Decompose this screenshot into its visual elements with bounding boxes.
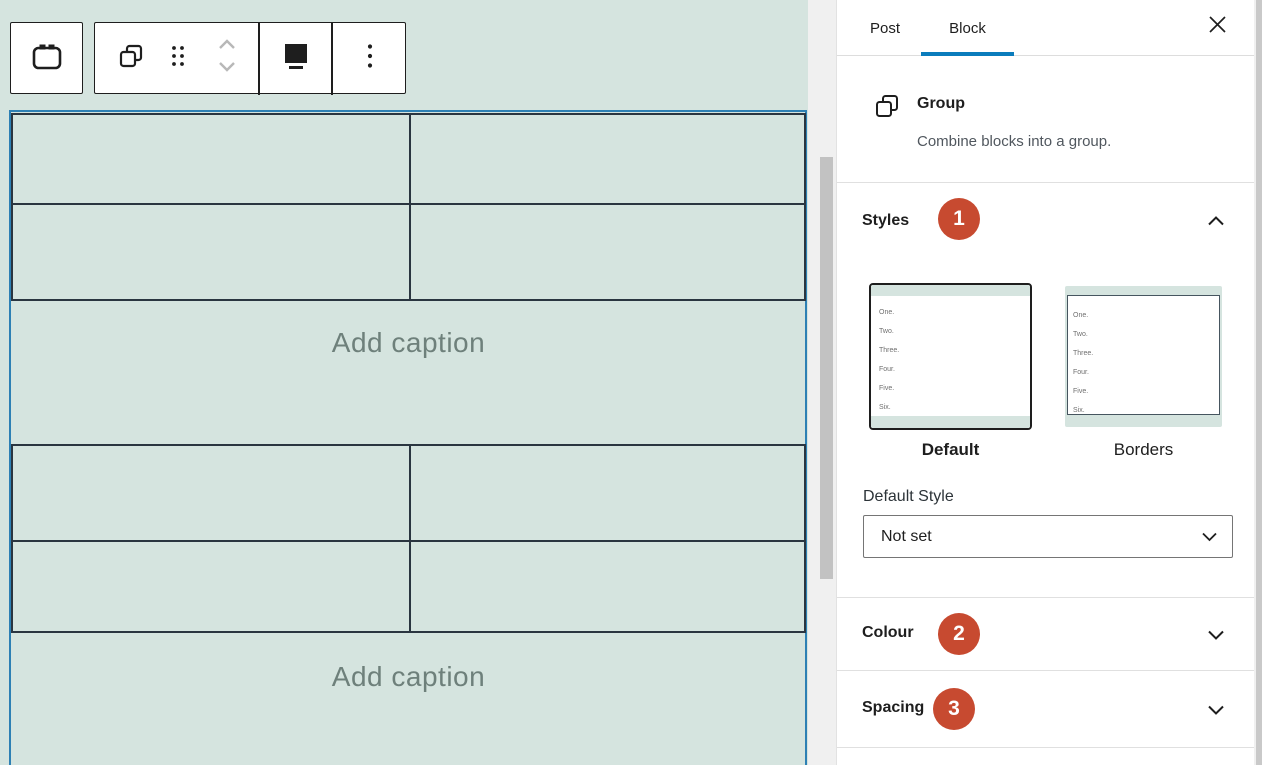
chevron-down-icon (1207, 628, 1225, 645)
chevron-up-icon (1207, 214, 1225, 231)
settings-sidebar: Post Block Group Combine blocks into a g… (836, 0, 1262, 765)
table-block[interactable] (11, 113, 806, 301)
preview-line: Four. (879, 366, 895, 373)
table-column-divider (409, 115, 411, 299)
style-preview-list: One. Two. Three. Four. Five. Six. (879, 303, 899, 417)
style-variant-default[interactable]: One. Two. Three. Four. Five. Six. (869, 283, 1032, 430)
tab-block[interactable]: Block (921, 0, 1014, 56)
table-row-divider (13, 540, 804, 542)
default-style-value: Not set (881, 527, 932, 545)
close-icon (1208, 15, 1227, 39)
table-cell[interactable] (411, 542, 804, 631)
style-variant-borders[interactable]: One. Two. Three. Four. Five. Six. (1065, 286, 1222, 427)
preview-line: One. (1073, 312, 1089, 319)
preview-line: Four. (1073, 369, 1089, 376)
toolbar-separator (258, 21, 260, 95)
styles-collapse-button[interactable] (1207, 214, 1225, 232)
divider (837, 670, 1262, 671)
preview-line: Six. (879, 404, 891, 411)
table-cell[interactable] (13, 542, 409, 631)
group-icon (117, 42, 145, 75)
group-icon (873, 92, 901, 125)
move-down-button[interactable] (214, 60, 240, 78)
spacing-panel-heading[interactable]: Spacing (862, 699, 925, 716)
caption-placeholder: Add caption (331, 661, 486, 692)
preview-line: Two. (879, 328, 894, 335)
chevron-down-icon (1201, 529, 1218, 547)
default-style-select[interactable]: Not set (863, 515, 1233, 558)
caption-placeholder: Add caption (331, 327, 486, 358)
annotation-badge-1: 1 (938, 198, 980, 240)
preview-header-strip (871, 285, 1030, 296)
annotation-badge-2: 2 (938, 613, 980, 655)
style-preview-list: One. Two. Three. Four. Five. Six. (1073, 306, 1093, 420)
display-settings-button[interactable] (260, 23, 331, 93)
block-switcher-button[interactable] (107, 23, 155, 93)
block-parent-selector-button[interactable] (10, 22, 83, 94)
canvas-scrollbar-track[interactable] (808, 0, 836, 765)
table-block[interactable] (11, 444, 806, 633)
ellipsis-icon (366, 43, 374, 74)
tab-block-label: Block (949, 19, 986, 37)
divider (837, 182, 1262, 183)
preview-line: Two. (1073, 331, 1088, 338)
preview-line: Three. (1073, 350, 1094, 357)
move-up-button[interactable] (214, 38, 240, 56)
sidebar-scrollbar-track[interactable] (1254, 0, 1262, 765)
preview-line: Six. (1073, 407, 1085, 414)
divider (837, 597, 1262, 598)
close-sidebar-button[interactable] (1206, 16, 1228, 38)
block-description: Combine blocks into a group. (917, 133, 1112, 150)
toolbox-icon (30, 39, 64, 78)
preview-line: Five. (879, 385, 895, 392)
drag-handle[interactable] (157, 23, 199, 93)
colour-expand-button[interactable] (1207, 628, 1225, 646)
spacing-expand-button[interactable] (1207, 703, 1225, 721)
block-movers (199, 23, 255, 93)
table-row-divider (13, 203, 804, 205)
style-label-default: Default (921, 440, 980, 459)
preview-line: Five. (1073, 388, 1089, 395)
block-toolbar (94, 21, 407, 95)
block-title: Group (917, 95, 965, 112)
styles-panel-heading[interactable]: Styles (862, 212, 910, 229)
toolbar-separator (331, 21, 333, 95)
table-cell[interactable] (13, 446, 409, 540)
preview-line: One. (879, 309, 895, 316)
table-cell[interactable] (411, 205, 804, 299)
preview-footer-strip (871, 416, 1030, 428)
table-caption-field[interactable]: Add caption (11, 633, 806, 765)
chevron-down-icon (1207, 703, 1225, 720)
table-cell[interactable] (411, 115, 804, 203)
tab-post-label: Post (869, 19, 900, 37)
editor-canvas[interactable]: Add caption Add caption (0, 0, 836, 765)
monitor-icon (281, 41, 311, 76)
preview-line: Three. (879, 347, 900, 354)
annotation-badge-3: 3 (933, 688, 975, 730)
table-column-divider (409, 446, 411, 631)
table-caption-field[interactable]: Add caption (11, 301, 806, 444)
sidebar-scrollbar-thumb[interactable] (1256, 0, 1262, 765)
sidebar-header: Post Block (837, 0, 1262, 56)
drag-handle-icon (167, 43, 189, 74)
tab-post[interactable]: Post (849, 0, 921, 56)
style-label-borders: Borders (1113, 440, 1174, 459)
preview-bordered-table (1067, 295, 1220, 415)
divider (837, 747, 1262, 748)
table-cell[interactable] (411, 446, 804, 540)
default-style-label: Default Style (863, 488, 954, 505)
canvas-scrollbar-thumb[interactable] (820, 157, 833, 579)
active-tab-indicator (921, 52, 1014, 56)
colour-panel-heading[interactable]: Colour (862, 624, 914, 641)
options-button[interactable] (333, 23, 407, 93)
table-cell[interactable] (13, 115, 409, 203)
table-cell[interactable] (13, 205, 409, 299)
